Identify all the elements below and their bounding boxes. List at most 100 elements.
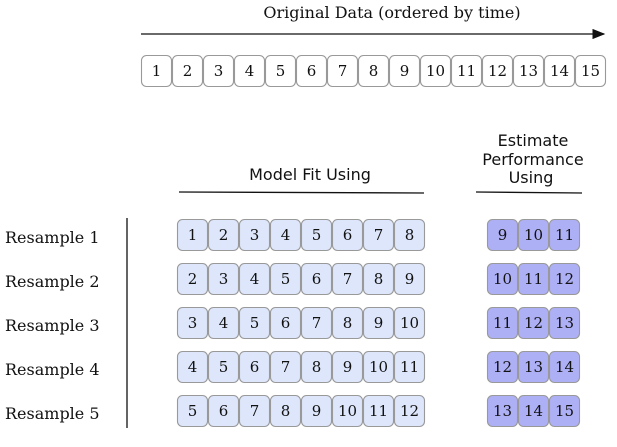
assess-cell-value: 10 xyxy=(524,226,543,244)
fit-cell-value: 6 xyxy=(312,270,322,288)
assess-cell: 11 xyxy=(517,262,550,296)
assess-cell-box xyxy=(517,306,550,340)
fit-cell-box xyxy=(331,394,364,428)
original-data-cell-value: 14 xyxy=(550,62,569,80)
original-data-cell-box xyxy=(295,54,328,88)
fit-cell: 4 xyxy=(238,262,271,296)
original-data-cell-value: 9 xyxy=(400,62,410,80)
fit-cell-value: 5 xyxy=(312,226,322,244)
fit-cell-box xyxy=(331,218,364,252)
original-data-cell: 15 xyxy=(574,54,607,88)
fit-cell-value: 5 xyxy=(281,270,291,288)
assess-cell-box xyxy=(548,350,581,384)
original-data-cell: 6 xyxy=(295,54,328,88)
fit-cell-value: 2 xyxy=(188,270,198,288)
assess-cell: 14 xyxy=(517,394,550,428)
assess-cell-value: 13 xyxy=(493,402,512,420)
fit-cell-value: 6 xyxy=(343,226,353,244)
fit-cell: 8 xyxy=(269,394,302,428)
fit-cell: 9 xyxy=(393,262,426,296)
assess-cell: 11 xyxy=(486,306,519,340)
fit-cell: 5 xyxy=(207,350,240,384)
fit-cell: 8 xyxy=(300,350,333,384)
resample-label: Resample 5 xyxy=(5,404,100,423)
fit-cell-box xyxy=(176,350,209,384)
fit-cell-value: 6 xyxy=(219,402,229,420)
fit-cell-value: 11 xyxy=(400,358,419,376)
fit-cell-box xyxy=(238,218,271,252)
assess-cell-box xyxy=(486,394,519,428)
fit-cell-value: 5 xyxy=(219,358,229,376)
original-data-cell-box xyxy=(574,54,607,88)
assess-cell: 13 xyxy=(486,394,519,428)
assess-cell-value: 12 xyxy=(555,270,574,288)
fit-cell-value: 8 xyxy=(343,314,353,332)
assess-cell-box xyxy=(486,218,519,252)
fit-cell-box xyxy=(300,350,333,384)
assess-cell-value: 9 xyxy=(498,226,508,244)
original-data-cell: 4 xyxy=(233,54,266,88)
fit-cell-box xyxy=(269,218,302,252)
fit-cell-value: 3 xyxy=(188,314,198,332)
fit-cell-box xyxy=(393,394,426,428)
fit-cell-value: 3 xyxy=(219,270,229,288)
fit-cell: 9 xyxy=(300,394,333,428)
original-data-cell-box xyxy=(202,54,235,88)
assess-cell-box xyxy=(548,262,581,296)
assess-cell: 14 xyxy=(548,350,581,384)
estimate-header-line-1: Estimate xyxy=(498,131,569,150)
fit-cell-box xyxy=(362,394,395,428)
fit-cell-value: 8 xyxy=(281,402,291,420)
fit-cell-box xyxy=(238,394,271,428)
original-data-cell-value: 7 xyxy=(338,62,348,80)
original-data-cell-box xyxy=(481,54,514,88)
assess-cell: 15 xyxy=(548,394,581,428)
assess-cell-value: 14 xyxy=(555,358,574,376)
fit-cell: 10 xyxy=(331,394,364,428)
fit-cell: 1 xyxy=(176,218,209,252)
fit-cell: 7 xyxy=(238,394,271,428)
original-data-cell-value: 5 xyxy=(276,62,286,80)
original-data-cell-value: 4 xyxy=(245,62,255,80)
fit-cell-value: 11 xyxy=(369,402,388,420)
estimate-header-line-3: Using xyxy=(509,168,554,187)
fit-cell-box xyxy=(300,262,333,296)
fit-cell-box xyxy=(207,306,240,340)
fit-cell-value: 7 xyxy=(281,358,291,376)
fit-cell: 8 xyxy=(393,218,426,252)
fit-cell-box xyxy=(362,218,395,252)
resample-label: Resample 3 xyxy=(5,316,100,335)
original-data-cell: 14 xyxy=(543,54,576,88)
diagram-title: Original Data (ordered by time) xyxy=(263,3,520,22)
fit-cell-box xyxy=(362,262,395,296)
assess-cell: 12 xyxy=(486,350,519,384)
fit-cell-box xyxy=(238,306,271,340)
fit-cell-value: 8 xyxy=(374,270,384,288)
fit-cell: 2 xyxy=(207,218,240,252)
fit-cell: 6 xyxy=(269,306,302,340)
fit-cell: 6 xyxy=(331,218,364,252)
fit-cell-box xyxy=(207,262,240,296)
fit-cell-value: 7 xyxy=(343,270,353,288)
fit-cell: 6 xyxy=(207,394,240,428)
original-data-cell: 9 xyxy=(388,54,421,88)
fit-cell-box xyxy=(300,218,333,252)
fit-cell: 2 xyxy=(176,262,209,296)
original-data-cell-box xyxy=(543,54,576,88)
fit-cell-value: 6 xyxy=(281,314,291,332)
fit-cell: 6 xyxy=(300,262,333,296)
fit-cell: 4 xyxy=(176,350,209,384)
original-data-cell: 10 xyxy=(419,54,452,88)
fit-cell-value: 7 xyxy=(374,226,384,244)
original-data-cell: 5 xyxy=(264,54,297,88)
assess-cell-value: 11 xyxy=(493,314,512,332)
fit-cell-value: 3 xyxy=(250,226,260,244)
fit-cell-box xyxy=(269,394,302,428)
original-data-cell: 12 xyxy=(481,54,514,88)
assess-cell-value: 12 xyxy=(524,314,543,332)
fit-cell-box xyxy=(362,306,395,340)
